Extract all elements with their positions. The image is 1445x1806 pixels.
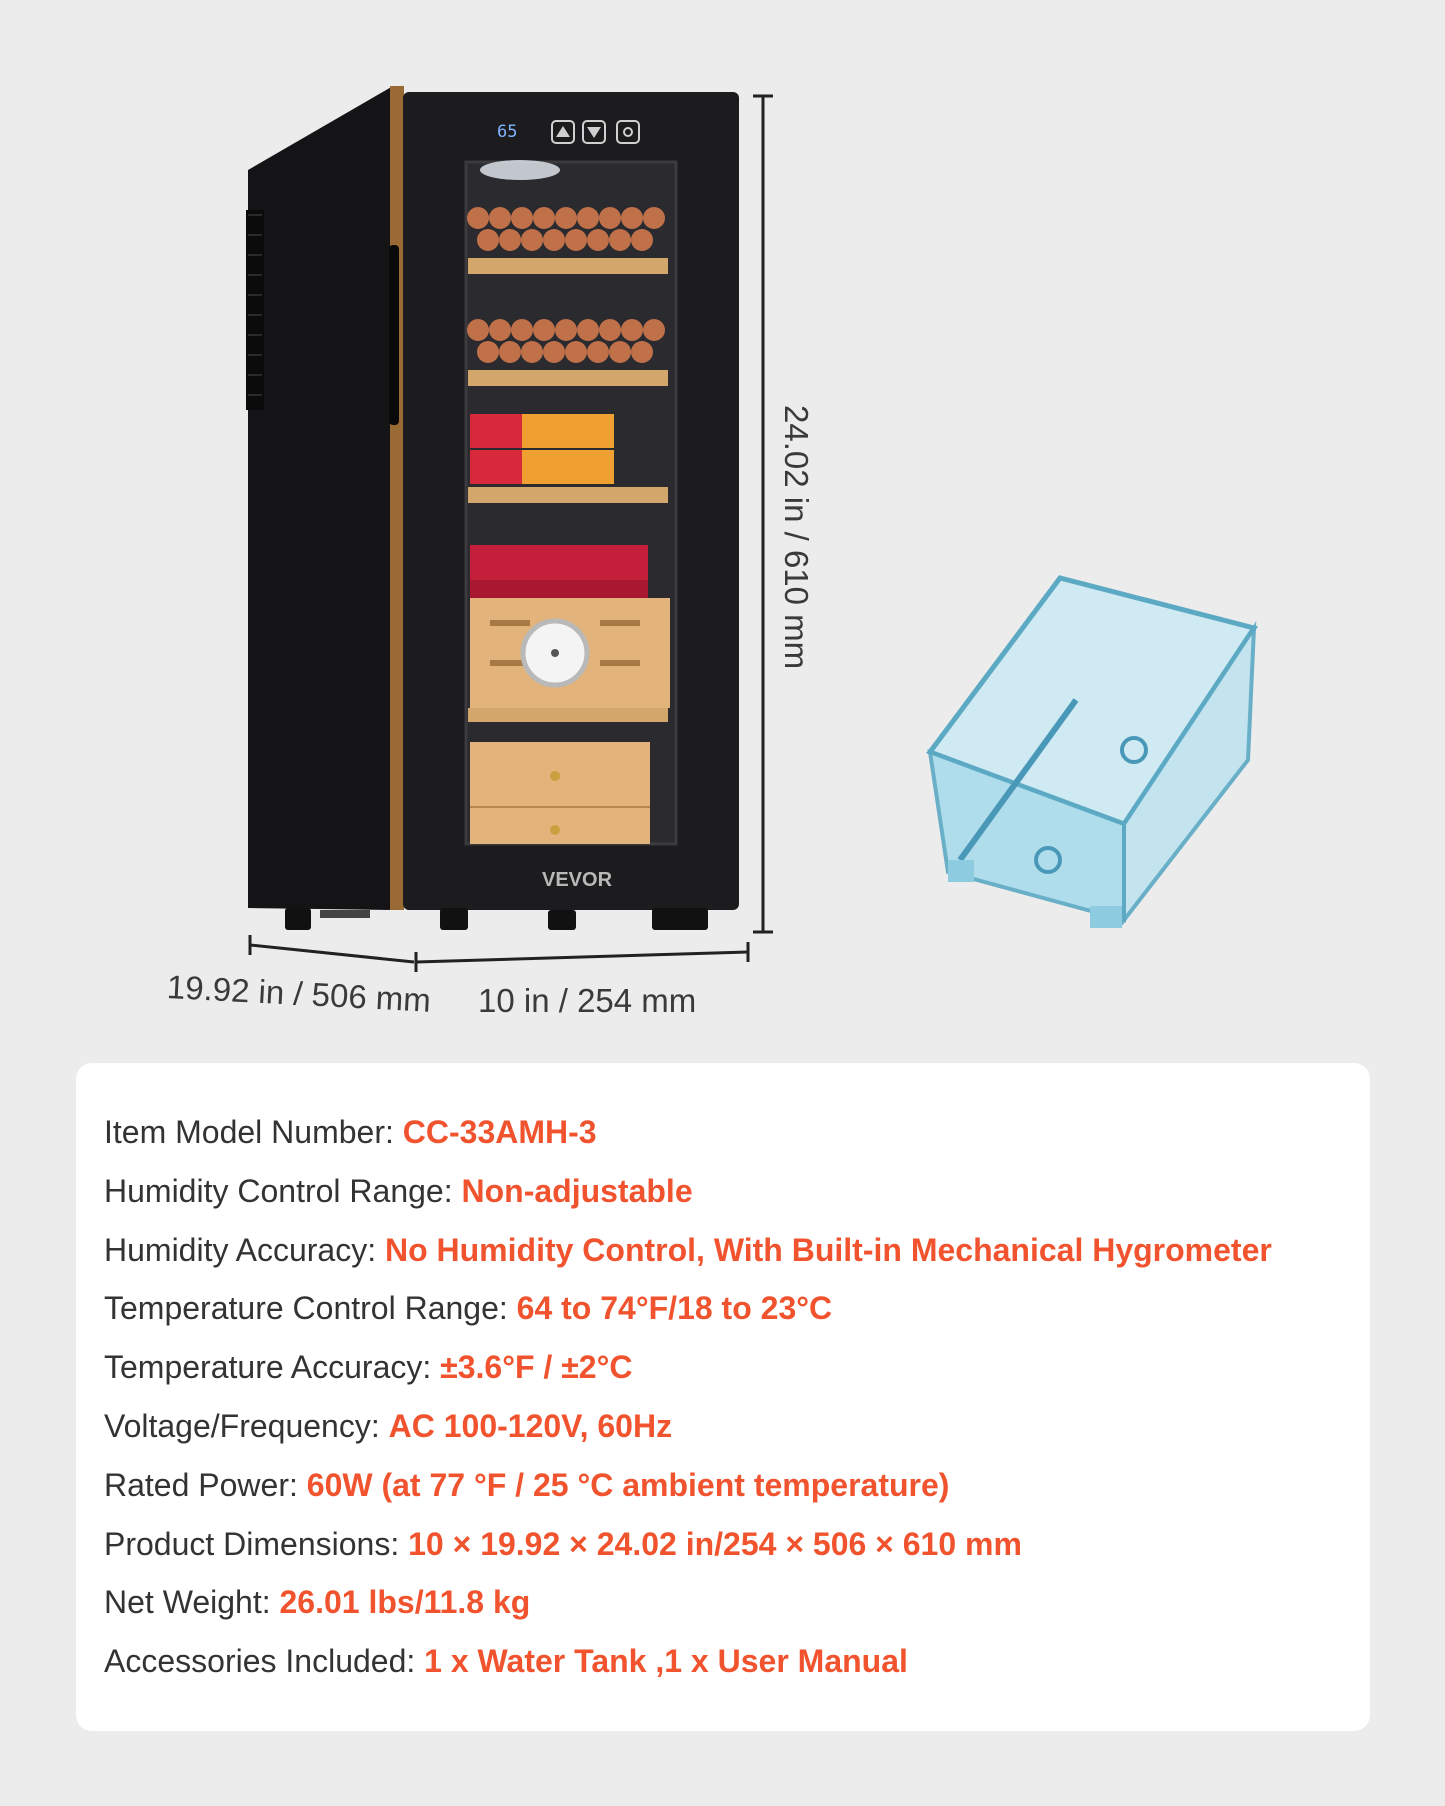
spec-label: Temperature Accuracy: xyxy=(104,1349,441,1386)
spec-row-temperature-accuracy: Temperature Accuracy: ±3.6°F / ±2°C xyxy=(104,1338,1342,1397)
spec-row-humidity-range: Humidity Control Range: Non-adjustable xyxy=(104,1162,1342,1221)
cigars-middle xyxy=(467,319,665,363)
height-dimension-label: 24.02 in / 610 mm xyxy=(778,405,815,670)
spec-row-power: Rated Power: 60W (at 77 °F / 25 °C ambie… xyxy=(104,1456,1342,1515)
bottom-drawers xyxy=(470,742,650,844)
door-handle xyxy=(389,245,399,425)
spec-label: Rated Power: xyxy=(104,1466,307,1503)
arrow-down-icon xyxy=(582,120,606,144)
spec-value: CC-33AMH-3 xyxy=(402,1114,597,1150)
spec-row-dimensions: Product Dimensions: 10 × 19.92 × 24.02 i… xyxy=(104,1515,1342,1574)
brand-logo: VEVOR xyxy=(542,869,613,891)
spec-row-temperature-range: Temperature Control Range: 64 to 74°F/18… xyxy=(104,1279,1342,1338)
spec-value: 60W (at 77 °F / 25 °C ambient temperatur… xyxy=(306,1466,950,1503)
light-icon xyxy=(616,120,640,144)
arrow-up-icon xyxy=(551,120,575,144)
spec-row-weight: Net Weight: 26.01 lbs/11.8 kg xyxy=(104,1573,1342,1632)
spec-row-model: Item Model Number: CC-33AMH-3 xyxy=(104,1103,1342,1162)
control-panel: 65 xyxy=(497,120,640,144)
spec-row-voltage: Voltage/Frequency: AC 100-120V, 60Hz xyxy=(104,1397,1342,1456)
humidor-illustration: 65 VEVOR xyxy=(246,86,1259,972)
spec-value: 10 × 19.92 × 24.02 in/254 × 506 × 610 mm xyxy=(408,1525,1022,1562)
product-image-area: 65 VEVOR xyxy=(166,86,1259,1019)
spec-value: 1 x Water Tank ,1 x User Manual xyxy=(424,1643,908,1680)
spec-label: Net Weight: xyxy=(104,1584,280,1621)
water-tank-illustration xyxy=(925,575,1259,928)
side-vent xyxy=(246,210,264,410)
cigars-top xyxy=(467,207,665,251)
spec-label: Product Dimensions: xyxy=(104,1525,409,1562)
spec-label: Accessories Included: xyxy=(104,1643,425,1680)
wood-trim xyxy=(390,86,404,910)
spec-label: Voltage/Frequency: xyxy=(104,1407,389,1444)
spec-label: Humidity Control Range: xyxy=(104,1172,462,1209)
spec-label: Item Model Number: xyxy=(104,1114,403,1150)
spec-row-accessories: Accessories Included: 1 x Water Tank ,1 … xyxy=(104,1632,1342,1691)
display-readout: 65 xyxy=(497,122,517,142)
spec-value: 26.01 lbs/11.8 kg xyxy=(279,1584,531,1621)
spec-row-humidity-accuracy: Humidity Accuracy: No Humidity Control, … xyxy=(104,1221,1342,1280)
shelves xyxy=(468,258,668,722)
spec-label: Humidity Accuracy: xyxy=(104,1231,385,1268)
spec-value: Non-adjustable xyxy=(461,1172,693,1209)
spec-value: 64 to 74°F/18 to 23°C xyxy=(516,1290,833,1327)
spec-label: Temperature Control Range: xyxy=(104,1290,517,1327)
dimension-lines xyxy=(248,94,773,972)
spec-value: ±3.6°F / ±2°C xyxy=(440,1349,633,1386)
hygrometer-drawer xyxy=(470,598,670,708)
cabinet-side-panel xyxy=(248,86,393,910)
spec-value: No Humidity Control, With Built-in Mecha… xyxy=(384,1231,1272,1268)
cabinet-feet xyxy=(285,908,708,930)
width-dimension-label: 10 in / 254 mm xyxy=(478,982,697,1019)
spec-value: AC 100-120V, 60Hz xyxy=(388,1407,673,1444)
spec-card: Item Model Number: CC-33AMH-3 Humidity C… xyxy=(76,1063,1370,1731)
